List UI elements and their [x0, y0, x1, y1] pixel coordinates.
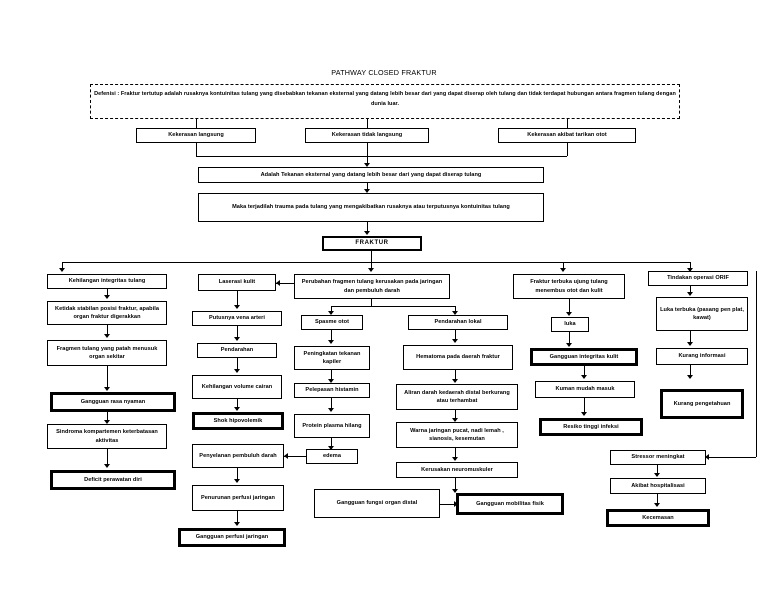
definition-box: Defenisi : Fraktur tertutup adalah rusak…: [90, 84, 680, 119]
col2-node-4: Kehilangan volume cairan: [192, 375, 282, 399]
col1-node-2: Ketidak stabilan posisi fraktur, apabila…: [47, 301, 167, 325]
col2-node-2: Putusnya vena arteri: [192, 311, 282, 326]
col3-node-1: Perubahan fragmen tulang kerusakan pada …: [294, 274, 450, 299]
col6-node-2: Luka terbuka (pasang pen plat, kawat): [656, 297, 748, 331]
col6-node-3: Kurang informasi: [656, 348, 748, 365]
col3-node-4: Pelepasan histamin: [294, 383, 370, 398]
cause-box-indirect-violence: Kekerasan tidak langsung: [305, 128, 429, 143]
col4-node-1: Pendarahan lokal: [408, 315, 508, 330]
bottom-node-stressor: Stressor meningkat: [610, 450, 706, 465]
col1-diagnosis-comfort: Gangguan rasa nyaman: [50, 392, 176, 412]
col3-node-2: Spasme otot: [301, 315, 363, 330]
col4-node-3: Aliran darah kedaerah distal berkurang a…: [396, 384, 518, 410]
pressure-box: Adalah Tekanan eksternal yang datang leb…: [198, 167, 544, 183]
col4-node-2: Hematoma pada daerah fraktur: [403, 345, 513, 370]
bottom-diagnosis-physical-mobility: Gangguan mobilitas fisik: [456, 493, 564, 515]
col2-node-1: Laserasi kulit: [198, 274, 276, 291]
cause-box-direct-violence: Kekerasan langsung: [136, 128, 256, 143]
cause-box-muscle-pull-violence: Kekerasan akibat tarikan otot: [498, 128, 636, 143]
col2-diagnosis-tissue-perfusion: Gangguan perfusi jaringan: [178, 528, 286, 547]
bottom-node-hospitalization: Akibat hospitalisasi: [610, 478, 706, 494]
col5-diagnosis-infection-risk: Resiko tinggi infeksi: [539, 418, 643, 436]
col5-node-4: Kuman mudah masuk: [535, 381, 635, 398]
col1-node-5: Sindroma kompartemen keterbatasan aktivi…: [47, 424, 167, 449]
col6-diagnosis-knowledge-deficit: Kurang pengetahuan: [660, 389, 744, 419]
col5-node-1: Fraktur terbuka ujung tulang menembus ot…: [513, 274, 625, 299]
col1-node-1: Kehilangan integritas tulang: [47, 274, 167, 289]
col5-diagnosis-skin-integrity: Gangguan integritas kulit: [530, 348, 638, 366]
bottom-diagnosis-anxiety: Kecemasan: [606, 509, 710, 527]
col5-node-luka: luka: [551, 317, 589, 332]
col1-node-3: Fragmen tulang yang patah menusuk organ …: [47, 340, 167, 366]
fracture-box: FRAKTUR: [322, 236, 422, 251]
col2-node-3: Pendarahan: [197, 343, 277, 358]
col2-node-7: Penurunan perfusi jaringan: [192, 485, 284, 511]
trauma-box: Maka terjadilah trauma pada tulang yang …: [198, 193, 544, 222]
col1-diagnosis-selfcare: Deficit perawatan diri: [50, 470, 176, 490]
col2-node-6: Penyelanan pembuluh darah: [192, 444, 284, 468]
col3-node-edema: edema: [306, 449, 358, 464]
col4-node-5: Kerusakan neuromuskuler: [396, 462, 518, 478]
col4-node-4: Warna jaringan pucat, nadi lemah , siano…: [396, 422, 518, 448]
bottom-node-organ-dysfunction: Gangguan fungsi organ distal: [314, 489, 440, 518]
col2-diagnosis-hypovolemic-shock: Shok hipovolemik: [192, 412, 284, 430]
page-title: PATHWAY CLOSED FRAKTUR: [331, 67, 437, 77]
col3-node-5: Protein plasma hilang: [294, 414, 370, 438]
col3-node-3: Peningkatan tekanan kapiler: [294, 346, 370, 370]
col6-node-1: Tindakan operasi ORIF: [648, 271, 748, 286]
